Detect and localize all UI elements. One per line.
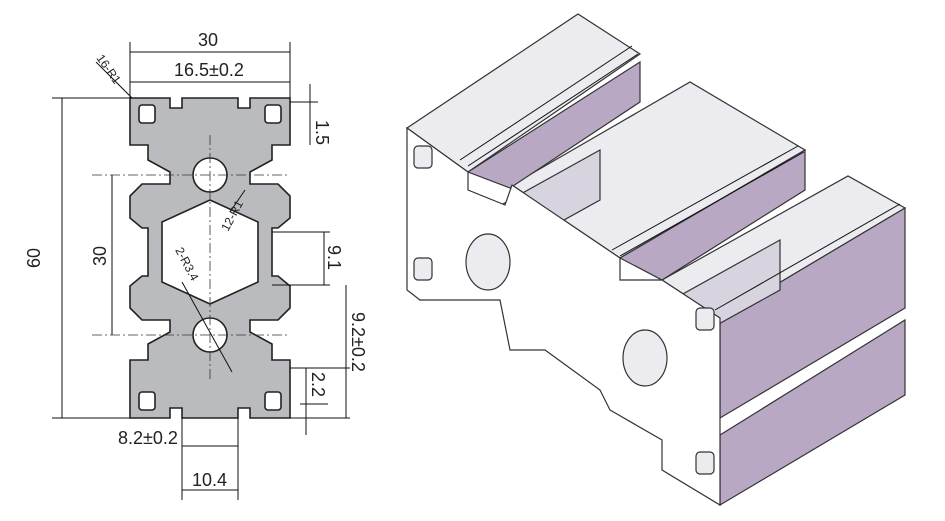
dim-inner-gap: 9.2±0.2 bbox=[348, 312, 368, 372]
dim-slot-opening: 8.2±0.2 bbox=[118, 428, 178, 448]
dimension-lines bbox=[52, 42, 350, 500]
isometric-view bbox=[405, 13, 907, 507]
dim-overall-width: 30 bbox=[198, 30, 218, 50]
iso-corner-hole-3 bbox=[695, 307, 715, 331]
dim-overall-height: 60 bbox=[24, 248, 44, 268]
dim-base-slot: 10.4 bbox=[192, 470, 227, 490]
iso-front-face bbox=[406, 126, 721, 507]
iso-center-hole-2 bbox=[622, 329, 668, 387]
dim-slot-depth: 9.1 bbox=[324, 245, 344, 270]
iso-inner-face-1 bbox=[466, 60, 641, 189]
corner-hole-tl bbox=[138, 104, 156, 124]
iso-corner-hole-1 bbox=[413, 145, 433, 169]
cross-section bbox=[92, 97, 291, 419]
corner-hole-bl bbox=[138, 391, 156, 411]
corner-hole-tr bbox=[264, 104, 282, 124]
dim-corner-radius: 16-R1 bbox=[94, 52, 124, 87]
dim-slot-width: 16.5±0.2 bbox=[174, 60, 244, 80]
dim-hole-spacing: 30 bbox=[90, 246, 110, 266]
dim-wall-thickness: 1.5 bbox=[312, 120, 332, 145]
iso-corner-hole-4 bbox=[695, 451, 715, 475]
dim-lip: 2.2 bbox=[308, 372, 328, 397]
iso-center-hole-1 bbox=[465, 233, 511, 291]
iso-corner-hole-2 bbox=[413, 257, 433, 281]
corner-hole-br bbox=[264, 391, 282, 411]
